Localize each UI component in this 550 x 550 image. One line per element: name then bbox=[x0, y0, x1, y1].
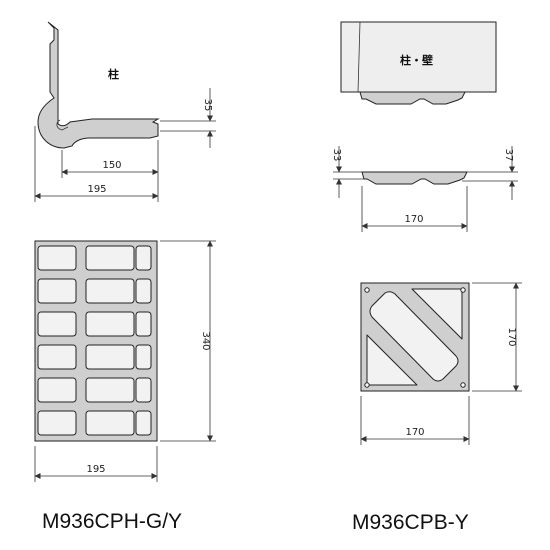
pad-diagonal-bar bbox=[369, 291, 459, 382]
wall-guard-front-view: 170 170 bbox=[360, 282, 522, 445]
pad-tab-3 bbox=[135, 311, 152, 337]
pad-left-4 bbox=[37, 344, 77, 370]
pad-triangle-bottom bbox=[366, 334, 418, 386]
corner-guard-profile bbox=[37, 21, 160, 149]
pillar-wall-label: 柱・壁 bbox=[400, 53, 433, 67]
hole-bottom-right bbox=[460, 382, 466, 388]
hole-top-left bbox=[364, 287, 370, 293]
pillar-wall-block bbox=[340, 21, 497, 93]
pad-left-6 bbox=[37, 410, 77, 436]
dim-width-170-front: 170 bbox=[405, 427, 424, 438]
dim-width-195: 195 bbox=[87, 184, 106, 195]
hole-bottom-left bbox=[364, 382, 370, 388]
pad-triangle-top bbox=[411, 288, 463, 340]
pad-right-6 bbox=[85, 410, 135, 436]
pad-right-2 bbox=[85, 278, 135, 304]
pad-tab-2 bbox=[135, 278, 152, 304]
corner-guard-panel bbox=[34, 240, 158, 442]
pad-tab-1 bbox=[135, 245, 152, 271]
pad-right-3 bbox=[85, 311, 135, 337]
dim-height-170: 170 bbox=[506, 327, 517, 346]
dim-height-37: 37 bbox=[503, 149, 514, 162]
pad-right-1 bbox=[85, 245, 135, 271]
pad-left-2 bbox=[37, 278, 77, 304]
pad-left-5 bbox=[37, 377, 77, 403]
pad-left-3 bbox=[37, 311, 77, 337]
hole-top-right bbox=[460, 287, 466, 293]
pad-left-1 bbox=[37, 245, 77, 271]
pad-tab-6 bbox=[135, 410, 152, 436]
wall-guard-side-view: 柱・壁 33 37 170 bbox=[331, 21, 518, 232]
pad-tab-5 bbox=[135, 377, 152, 403]
dim-width-195-front: 195 bbox=[86, 464, 105, 475]
dim-width-170-side: 170 bbox=[404, 214, 423, 225]
wall-guard-profile-top bbox=[359, 91, 466, 105]
dim-height-35: 35 bbox=[202, 99, 213, 112]
pad-right-5 bbox=[85, 377, 135, 403]
pad-grid bbox=[37, 245, 152, 436]
corner-guard-front-view: 340 195 bbox=[34, 240, 216, 482]
pillar-label: 柱 bbox=[108, 67, 119, 81]
pad-right-4 bbox=[85, 344, 135, 370]
dim-height-33: 33 bbox=[331, 149, 342, 162]
model-left: M936CPH-G/Y bbox=[42, 510, 182, 533]
pad-tab-4 bbox=[135, 344, 152, 370]
dim-height-340: 340 bbox=[200, 331, 211, 350]
corner-guard-side-view: 柱 35 150 195 bbox=[34, 21, 216, 202]
pillar-corner-outline bbox=[56, 119, 69, 131]
wall-guard-profile bbox=[361, 171, 468, 185]
model-right: M936CPB-Y bbox=[352, 511, 469, 534]
dim-width-150: 150 bbox=[102, 160, 121, 171]
